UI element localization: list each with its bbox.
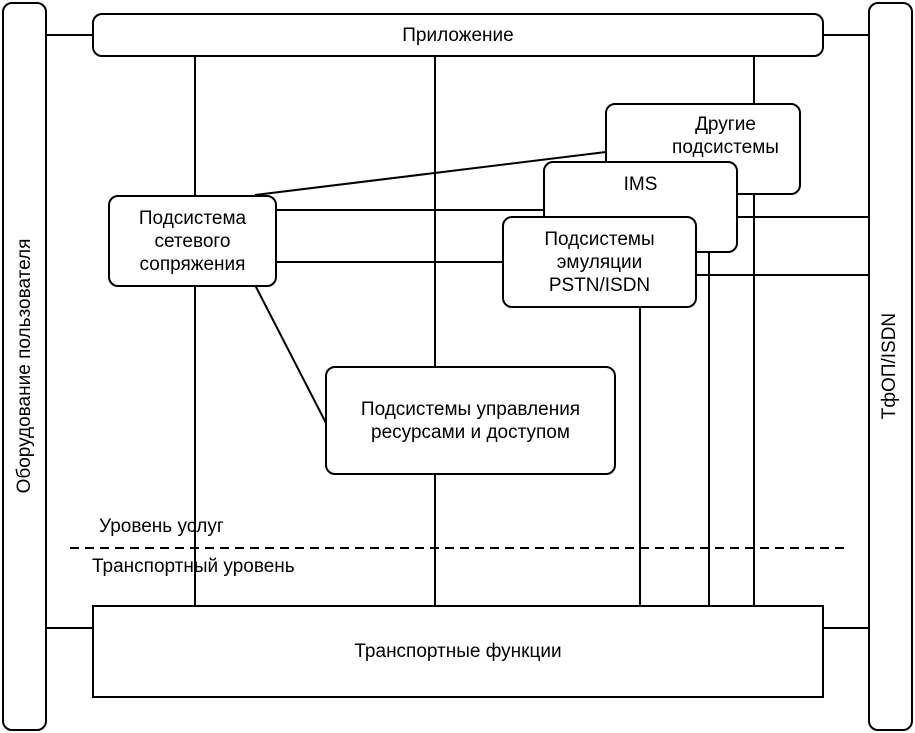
resource-control-box: Подсистемы управления ресурсами и доступ… <box>325 366 616 475</box>
line-nass-other <box>254 151 607 196</box>
line-nass-racs <box>254 284 328 426</box>
application-box: Приложение <box>92 13 824 57</box>
transport-stratum-label: Транспортный уровень <box>92 556 295 577</box>
user-equipment-label: Оборудование пользователя <box>14 238 35 494</box>
pstn-emulation-box: Подсистемы эмуляции PSTN/ISDN <box>502 216 697 308</box>
network-attachment-box: Подсистема сетевого сопряжения <box>108 195 277 287</box>
pstn-isdn-label: ТфОП/ISDN <box>879 312 900 420</box>
service-stratum-label: Уровень услуг <box>99 516 224 537</box>
pstn-isdn-bar <box>868 2 913 731</box>
transport-functions-box: Транспортные функции <box>92 605 824 698</box>
user-equipment-bar <box>2 2 47 731</box>
